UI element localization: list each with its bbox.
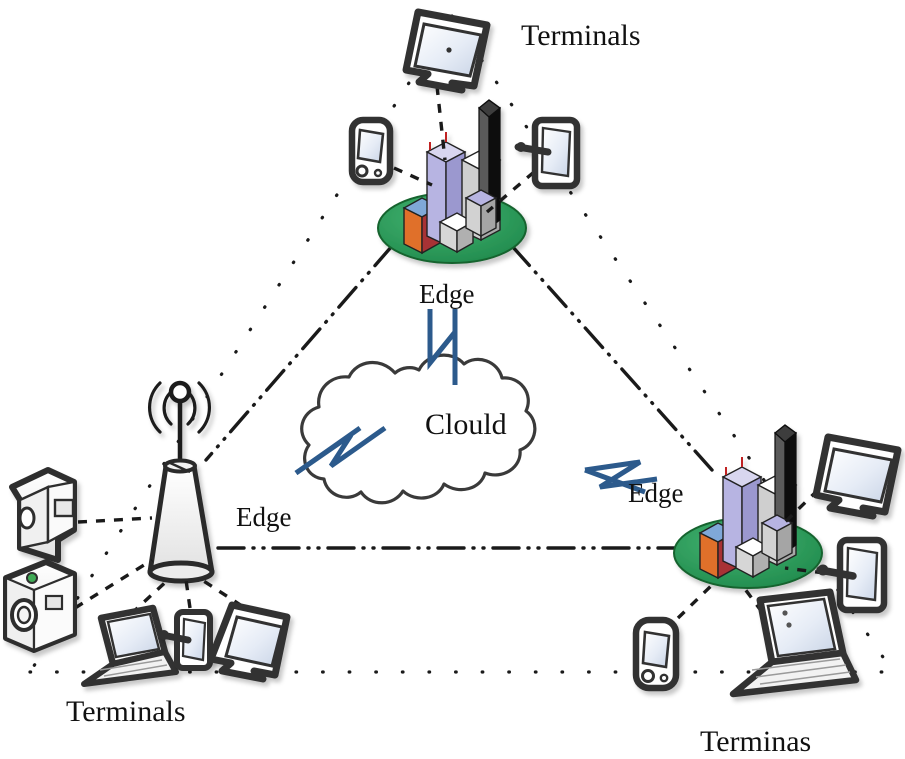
antenna-cone-bottom [147, 560, 215, 584]
link-edge-top-to-edge-left [204, 244, 394, 462]
label-edge-left: Edge [236, 502, 292, 532]
smartphone-icon-top[interactable] [348, 116, 394, 186]
laptop-icon-left[interactable] [81, 604, 179, 687]
terminal-links [74, 85, 825, 620]
camcorder-icon-left[interactable] [9, 467, 77, 563]
edge-city-right[interactable] [673, 424, 823, 589]
link-camera-to-antenna [74, 558, 153, 610]
label-terminals-bottom-left: Terminals [66, 695, 186, 728]
inner-dashdot-triangle [204, 244, 714, 550]
antenna-cone-body [147, 463, 215, 575]
edge-antenna-left[interactable] [147, 380, 215, 584]
tablet-icon-right[interactable] [816, 536, 888, 614]
building-purple-top [760, 514, 794, 563]
monitor-icon-top[interactable] [402, 8, 491, 94]
cloud-shape [300, 353, 537, 505]
link-tablet-to-antenna [184, 579, 192, 609]
antenna-cone-notch [167, 460, 191, 474]
bolt-icon-right-tail [584, 467, 646, 495]
tablet-icon-left[interactable] [158, 609, 213, 671]
outer-edge-left [28, 14, 454, 674]
monitor-icon-left[interactable] [207, 601, 291, 683]
link-smartphone-to-edge-top [393, 166, 433, 187]
bolt-icon-left-tail [294, 425, 362, 476]
outer-edge-right [450, 14, 895, 674]
link-monitor-to-antenna [198, 576, 243, 608]
outer-dotted-triangle [28, 14, 895, 674]
tablet-icon-top[interactable] [514, 116, 581, 190]
label-edge-right: Edge [628, 478, 684, 508]
building-purple-top [464, 189, 498, 238]
bolt-icon-right [584, 459, 658, 490]
label-terminals-bottom-right: Terminas [700, 725, 812, 758]
link-smartphone-to-edge-right [676, 583, 714, 620]
monitor-icon-right[interactable] [812, 433, 902, 520]
smartphone-icon-right[interactable] [632, 616, 680, 692]
cloud-edge-bolts [294, 309, 658, 495]
camera-icon-left[interactable] [3, 559, 77, 653]
link-edge-top-to-edge-right [510, 244, 714, 472]
antenna-tip [168, 380, 192, 404]
link-camcorder-to-antenna [77, 516, 153, 524]
link-monitor-to-edge-top [435, 85, 447, 161]
link-monitor-to-edge-right [780, 488, 820, 527]
label-edge-top: Edge [419, 279, 475, 309]
label-terminals-top: Terminals [521, 19, 641, 52]
label-cloud: Clould [425, 408, 507, 441]
edge-city-top[interactable] [377, 99, 527, 264]
laptop-icon-right[interactable] [729, 588, 860, 698]
cloud-node[interactable] [300, 353, 537, 505]
